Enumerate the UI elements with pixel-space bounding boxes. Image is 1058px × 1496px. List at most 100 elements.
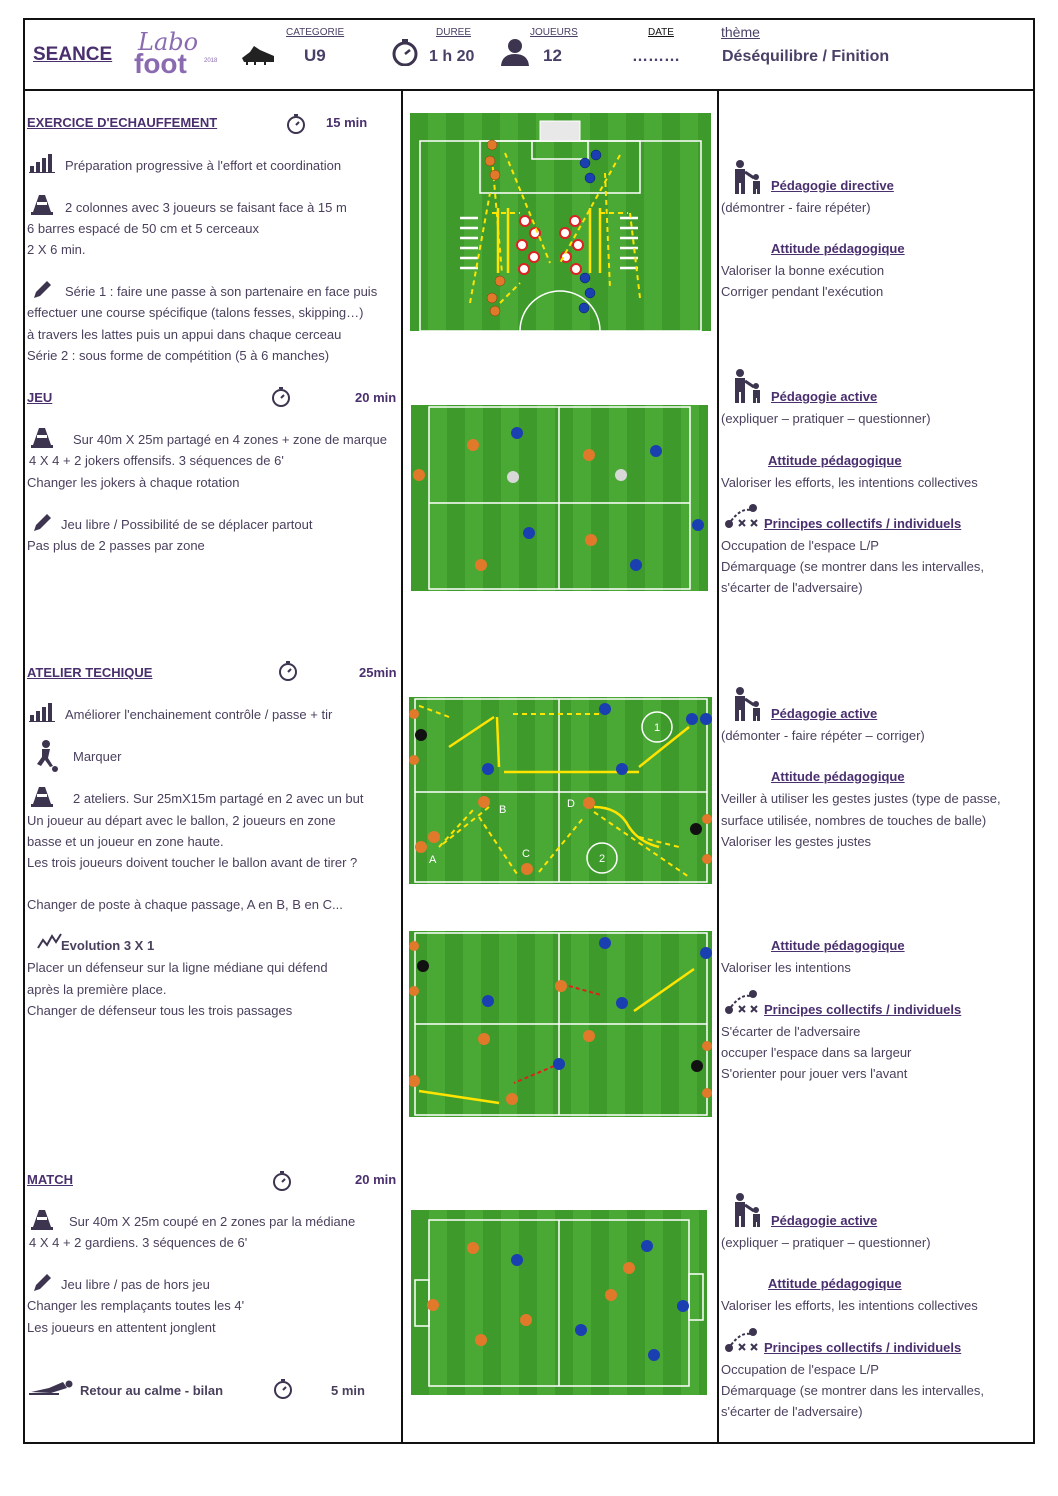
atelier-setup-0: 2 ateliers. Sur 25mX15m partagé en 2 ave… bbox=[73, 791, 364, 806]
jeu-setup-2: Changer les jokers à chaque rotation bbox=[27, 475, 240, 490]
atelier-evolution-0: Placer un défenseur sur la ligne médiane… bbox=[27, 960, 328, 975]
p5-attitude-0: Valoriser les efforts, les intentions co… bbox=[721, 1298, 978, 1313]
echauffement-rules-3: Série 2 : sous forme de compétition (5 à… bbox=[27, 348, 330, 363]
match-diagram bbox=[411, 1210, 707, 1395]
p4-principes-1: occuper l'espace dans sa largeur bbox=[721, 1045, 912, 1060]
seance-label: SEANCE bbox=[33, 44, 113, 65]
p4-principes-2: S'orienter pour jouer vers l'avant bbox=[721, 1066, 908, 1081]
atelier-duration: 25min bbox=[359, 665, 397, 680]
date-label: DATE bbox=[648, 27, 674, 38]
duree-label: DUREE bbox=[436, 27, 472, 38]
stopwatch-icon bbox=[273, 1171, 291, 1191]
atelier-objective: Améliorer l'enchainement contrôle / pass… bbox=[65, 707, 333, 722]
atelier-diagram: 1 2 A B C D bbox=[409, 697, 712, 884]
tactics-board-icon bbox=[725, 1328, 758, 1352]
stopwatch-icon bbox=[287, 114, 305, 134]
p2-principes-2: s'écarter de l'adversaire) bbox=[721, 580, 863, 595]
jeu-setup-1: 4 X 4 + 2 jokers offensifs. 3 séquences … bbox=[29, 453, 284, 468]
stopwatch-icon bbox=[274, 1379, 292, 1399]
coach-child-icon bbox=[735, 687, 760, 721]
football-boot-icon bbox=[242, 46, 274, 65]
p1-line-0: (démontrer - faire répéter) bbox=[721, 200, 871, 215]
p4-principes-0: S'écarter de l'adversaire bbox=[721, 1024, 861, 1039]
column-divider-right bbox=[717, 89, 719, 1444]
cone-icon bbox=[31, 195, 53, 215]
kicking-player-icon bbox=[37, 740, 58, 772]
cone-icon bbox=[31, 1210, 53, 1230]
zone-label-2: 2 bbox=[599, 853, 605, 865]
match-rules-0: Jeu libre / pas de hors jeu bbox=[61, 1277, 210, 1292]
warmup-diagram bbox=[410, 113, 711, 331]
atelier-setup-3: Les trois joueurs doivent toucher le bal… bbox=[27, 855, 358, 870]
echauffement-rules-1: effectuer une course spécifique (talons … bbox=[27, 305, 364, 320]
theme-label: thème bbox=[721, 24, 760, 40]
p3-attitude-title: Attitude pédagogique bbox=[771, 769, 905, 784]
theme-value: Déséquilibre / Finition bbox=[722, 48, 890, 65]
p3-attitude-2: Valoriser les gestes justes bbox=[721, 834, 872, 849]
echauffement-setup-2: 2 X 6 min. bbox=[27, 242, 86, 257]
p5-attitude-title: Attitude pédagogique bbox=[768, 1276, 902, 1291]
jeu-rules-0: Jeu libre / Possibilité de se déplacer p… bbox=[61, 517, 313, 532]
atelier-evolution-1: après la première place. bbox=[27, 982, 167, 997]
tactics-board-icon bbox=[725, 504, 758, 528]
atelier-rotation: Changer de poste à chaque passage, A en … bbox=[27, 897, 343, 912]
header-divider bbox=[23, 89, 1035, 91]
pencil-icon bbox=[34, 1274, 51, 1291]
categorie-label: CATEGORIE bbox=[286, 27, 345, 38]
p5-line-0: (expliquer – pratiquer – questionner) bbox=[721, 1235, 931, 1250]
p4-attitude-title: Attitude pédagogique bbox=[771, 938, 905, 953]
zone-label-1: 1 bbox=[654, 722, 660, 734]
match-duration: 20 min bbox=[355, 1172, 397, 1187]
bar-progress-icon bbox=[29, 703, 55, 722]
p2-principes-title: Principes collectifs / individuels bbox=[764, 516, 962, 531]
stopwatch-icon bbox=[279, 661, 297, 681]
coach-child-icon bbox=[735, 160, 760, 194]
p5-principes-1: Démarquage (se montrer dans les interval… bbox=[721, 1383, 985, 1398]
position-label-b: B bbox=[499, 804, 506, 816]
pencil-icon bbox=[34, 281, 51, 298]
jeu-duration: 20 min bbox=[355, 390, 397, 405]
jeu-setup-0: Sur 40m X 25m partagé en 4 zones + zone … bbox=[73, 432, 387, 447]
p3-title: Pédagogie active bbox=[771, 706, 878, 721]
jeu-title: JEU bbox=[27, 390, 53, 405]
position-label-d: D bbox=[567, 798, 575, 810]
p5-principes-2: s'écarter de l'adversaire) bbox=[721, 1404, 863, 1419]
p4-principes-title: Principes collectifs / individuels bbox=[764, 1002, 962, 1017]
joueurs-label: JOUEURS bbox=[530, 27, 578, 38]
echauffement-rules-2: à travers les lattes puis un appui dans … bbox=[27, 327, 342, 342]
stopwatch-icon bbox=[392, 39, 418, 66]
atelier-evolution-title: Evolution 3 X 1 bbox=[61, 938, 155, 953]
p2-principes-0: Occupation de l'espace L/P bbox=[721, 538, 879, 553]
retour-title: Retour au calme - bilan bbox=[80, 1383, 224, 1398]
atelier-setup-1: Un joueur au départ avec le ballon, 2 jo… bbox=[27, 813, 336, 828]
echauffement-setup-1: 6 barres espacé de 50 cm et 5 cerceaux bbox=[27, 221, 259, 236]
atelier-setup-2: basse et un joueur en zone haute. bbox=[27, 834, 224, 849]
column-divider-left bbox=[401, 89, 403, 1444]
sliding-player-icon bbox=[29, 1380, 73, 1395]
p2-line-0: (expliquer – pratiquer – questionner) bbox=[721, 411, 931, 426]
evolution-diagram bbox=[409, 931, 712, 1117]
stopwatch-icon bbox=[272, 387, 290, 407]
bar-progress-icon bbox=[29, 154, 55, 173]
cone-icon bbox=[31, 787, 53, 807]
p5-principes-0: Occupation de l'espace L/P bbox=[721, 1362, 879, 1377]
player-silhouette-icon bbox=[501, 39, 529, 66]
echauffement-objective: Préparation progressive à l'effort et co… bbox=[65, 158, 342, 173]
p1-attitude-1: Corriger pendant l'exécution bbox=[721, 284, 884, 299]
joueurs-value: 12 bbox=[543, 46, 562, 65]
atelier-evolution-2: Changer de défenseur tous les trois pass… bbox=[27, 1003, 293, 1018]
p3-line-0: (démonter - faire répéter – corriger) bbox=[721, 728, 925, 743]
atelier-goal: Marquer bbox=[73, 749, 122, 764]
match-rules-2: Les joueurs en attentent jonglent bbox=[27, 1320, 216, 1335]
coach-child-icon bbox=[735, 1193, 760, 1227]
match-rules-1: Changer les remplaçants toutes les 4' bbox=[27, 1298, 245, 1313]
p1-attitude-0: Valoriser la bonne exécution bbox=[721, 263, 885, 278]
echauffement-title: EXERCICE D'ECHAUFFEMENT bbox=[27, 115, 218, 130]
position-label-a: A bbox=[429, 854, 437, 866]
pencil-icon bbox=[34, 514, 51, 531]
duree-value: 1 h 20 bbox=[429, 48, 475, 65]
categorie-value: U9 bbox=[304, 46, 326, 65]
retour-duration: 5 min bbox=[331, 1383, 365, 1398]
p3-attitude-1: surface utilisée, nombres de touches de … bbox=[721, 813, 987, 828]
p2-principes-1: Démarquage (se montrer dans les interval… bbox=[721, 559, 985, 574]
